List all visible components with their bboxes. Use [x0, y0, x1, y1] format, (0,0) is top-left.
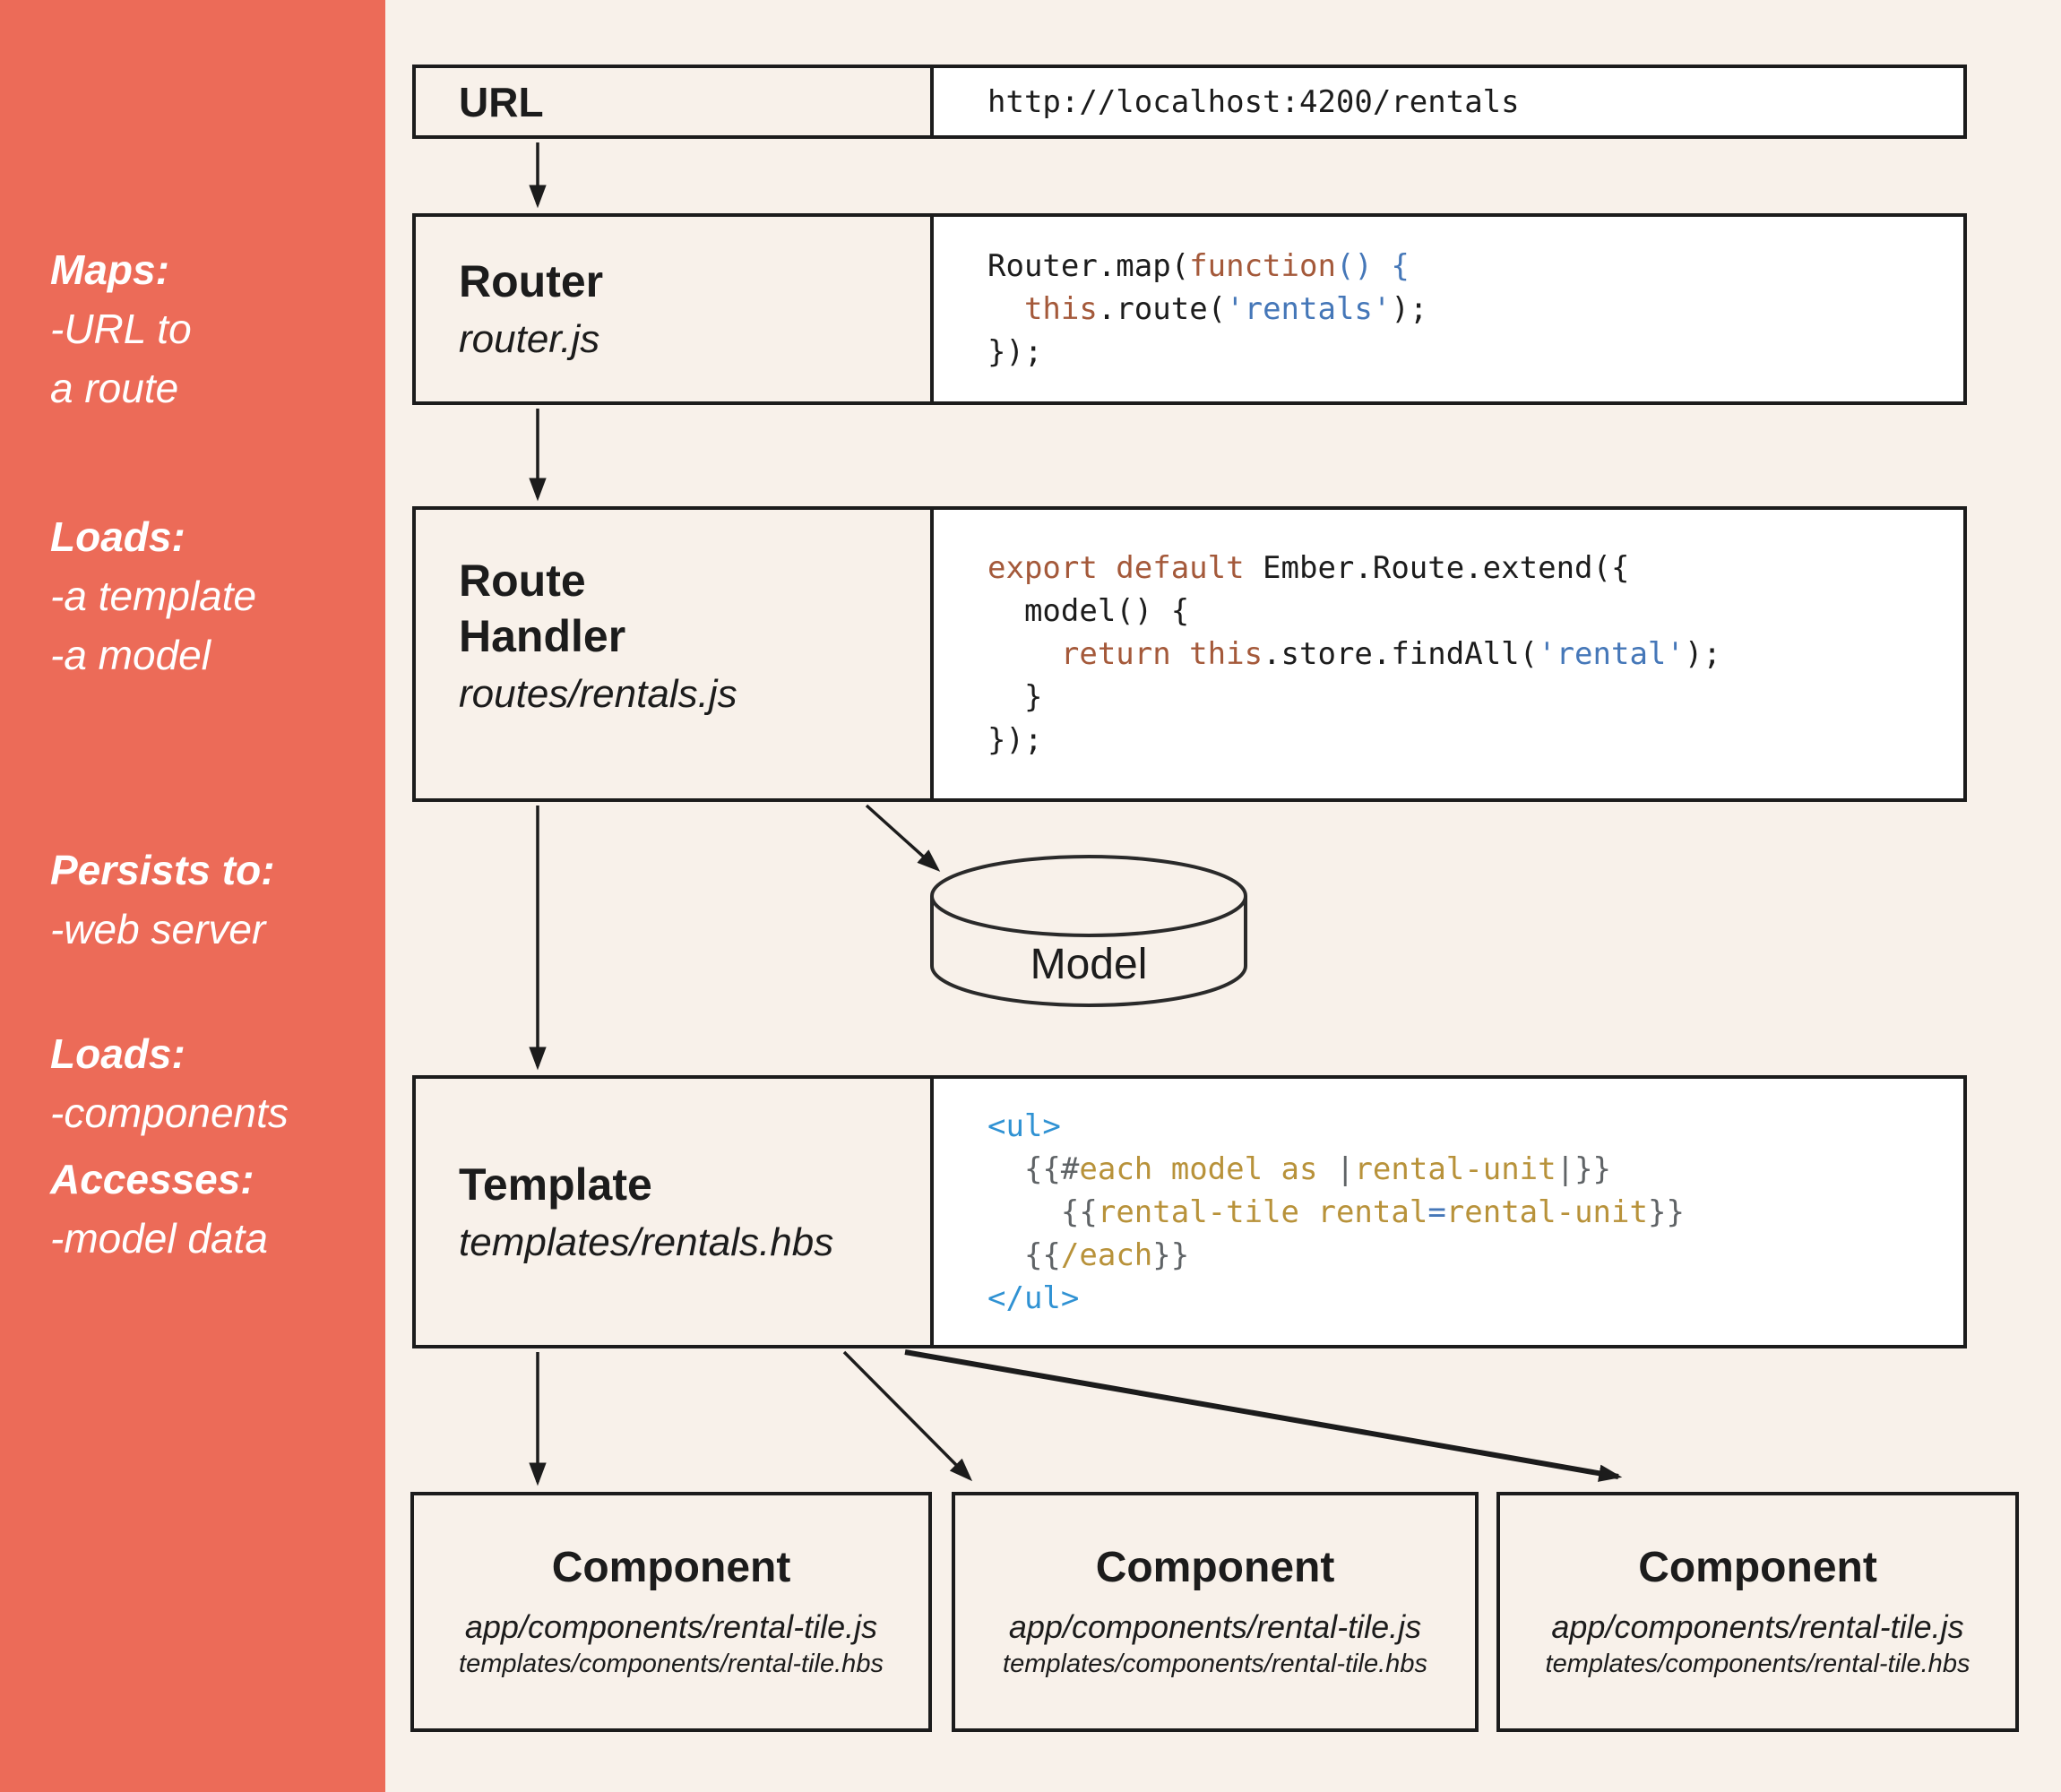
sidebar-note-accesses: Accesses: -model data	[50, 1150, 268, 1268]
component-js-path: app/components/rental-tile.js	[1551, 1608, 1964, 1645]
component-hbs-path: templates/components/rental-tile.hbs	[459, 1650, 884, 1678]
sidebar-note-persists: Persists to: -web server	[50, 840, 275, 959]
note-title: Loads:	[50, 513, 185, 560]
router-code: Router.map(function() { this.route('rent…	[930, 217, 1963, 401]
note-title: Persists to:	[50, 847, 275, 893]
component-box-1: Component app/components/rental-tile.js …	[410, 1492, 932, 1732]
sidebar-note-maps: Maps: -URL to a route	[50, 240, 192, 418]
template-box: Template templates/rentals.hbs <ul> {{#e…	[412, 1075, 1967, 1348]
arrow-template-to-component-2	[842, 1350, 973, 1482]
note-line: -web server	[50, 906, 266, 952]
arrow-routehandler-to-model	[865, 804, 941, 872]
component-js-path: app/components/rental-tile.js	[1008, 1608, 1422, 1645]
router-title: Router	[459, 256, 604, 306]
component-title: Component	[1638, 1544, 1877, 1591]
model-label: Model	[1030, 941, 1148, 988]
component-js-path: app/components/rental-tile.js	[464, 1608, 878, 1645]
note-line: -URL to	[50, 306, 192, 352]
template-label-panel: Template templates/rentals.hbs	[416, 1079, 930, 1345]
note-line: a route	[50, 365, 179, 411]
route-handler-title-line1: Route	[459, 556, 586, 606]
route-handler-label-panel: Route Handler routes/rentals.js	[416, 510, 930, 798]
sidebar: Maps: -URL to a route Loads: -a template…	[0, 0, 385, 1792]
template-filename: templates/rentals.hbs	[459, 1219, 834, 1264]
router-box: Router router.js Router.map(function() {…	[412, 213, 1967, 405]
component-title: Component	[551, 1544, 791, 1591]
arrow-template-to-component-3	[904, 1349, 1623, 1482]
sidebar-note-loads-1: Loads: -a template -a model	[50, 507, 256, 685]
template-title: Template	[459, 1159, 652, 1210]
route-handler-box: Route Handler routes/rentals.js export d…	[412, 506, 1967, 802]
route-handler-filename: routes/rentals.js	[459, 672, 737, 716]
note-title: Accesses:	[50, 1156, 254, 1202]
route-handler-code: export default Ember.Route.extend({ mode…	[930, 510, 1963, 798]
route-handler-title-line2: Handler	[459, 611, 626, 661]
model-database-cylinder: Model	[930, 855, 1247, 1007]
url-title: URL	[459, 78, 544, 125]
template-code: <ul> {{#each model as |rental-unit|}} {{…	[930, 1079, 1963, 1345]
component-box-3: Component app/components/rental-tile.js …	[1496, 1492, 2019, 1732]
note-line: -a model	[50, 632, 211, 678]
note-line: -model data	[50, 1215, 268, 1262]
component-title: Component	[1095, 1544, 1335, 1591]
url-value: http://localhost:4200/rentals	[930, 68, 1963, 135]
router-filename: router.js	[459, 317, 600, 361]
component-hbs-path: templates/components/rental-tile.hbs	[1545, 1650, 1970, 1678]
router-label-panel: Router router.js	[416, 217, 930, 401]
url-label-panel: URL	[416, 68, 930, 135]
sidebar-note-loads-2: Loads: -components	[50, 1024, 289, 1142]
note-title: Loads:	[50, 1030, 185, 1077]
note-line: -components	[50, 1090, 289, 1136]
component-hbs-path: templates/components/rental-tile.hbs	[1003, 1650, 1427, 1678]
url-box: URL http://localhost:4200/rentals	[412, 65, 1967, 139]
component-box-2: Component app/components/rental-tile.js …	[952, 1492, 1479, 1732]
note-title: Maps:	[50, 246, 169, 293]
note-line: -a template	[50, 573, 257, 619]
